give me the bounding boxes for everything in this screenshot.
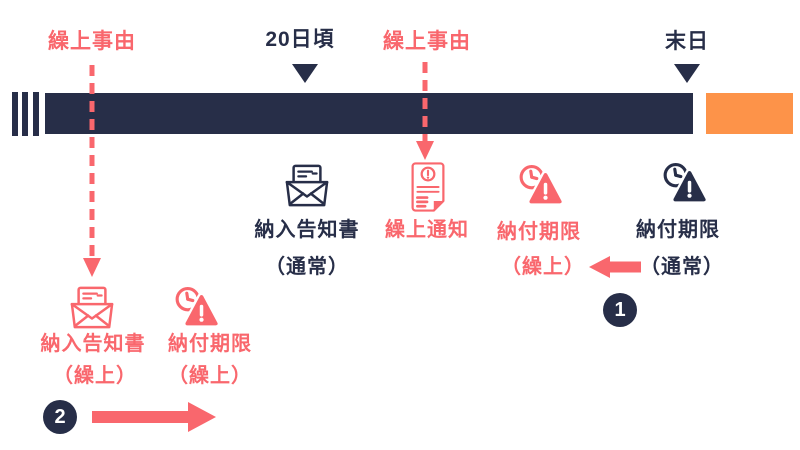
timeline-orange-segment	[706, 93, 793, 134]
timeline-bar	[45, 93, 693, 134]
timeline-break-mark	[12, 92, 18, 136]
event-title-nonyu-kokuchisho-normal: 納入告知書	[254, 219, 360, 241]
timeline-break-mark	[33, 92, 39, 136]
dashed-down-arrow-icon	[416, 62, 434, 160]
marker-label-matsujitsu: 末日	[665, 30, 709, 53]
event-subtitle-normal: （通常）	[640, 256, 724, 278]
right-arrow-icon	[92, 402, 216, 432]
event-title-nofu-kigen-normal: 納付期限	[636, 219, 720, 241]
document-alert-icon	[411, 162, 445, 212]
event-title-kuriage-tsuchi: 繰上通知	[385, 219, 469, 241]
step-badge-1: 1	[603, 293, 637, 327]
marker-label-kuriage-jiyu-2: 繰上事由	[383, 30, 471, 53]
step-badge-2: 2	[43, 400, 77, 434]
event-title-nofu-kigen-kuriage-2: 納付期限	[168, 333, 252, 355]
triangle-marker-icon	[674, 64, 700, 83]
clock-warning-icon	[519, 165, 563, 206]
event-title-nofu-kigen-kuriage: 納付期限	[497, 221, 581, 243]
left-arrow-icon	[589, 256, 641, 278]
event-subtitle-kuriage: （繰上）	[168, 365, 252, 387]
event-subtitle-normal: （通常）	[265, 256, 349, 278]
envelope-icon	[70, 286, 114, 329]
dashed-down-arrow-icon	[83, 65, 101, 277]
envelope-icon	[285, 164, 329, 207]
triangle-marker-icon	[292, 64, 318, 83]
marker-label-kuriage-jiyu-1: 繰上事由	[48, 30, 136, 53]
marker-label-20th: 20日頃	[265, 28, 335, 51]
clock-warning-icon	[175, 287, 219, 328]
timeline-break-mark	[22, 92, 28, 136]
clock-warning-icon	[663, 163, 707, 204]
event-title-nonyu-kokuchisho-kuriage: 納入告知書	[40, 333, 146, 355]
event-subtitle-kuriage: （繰上）	[501, 256, 585, 278]
event-subtitle-kuriage: （繰上）	[53, 365, 137, 387]
